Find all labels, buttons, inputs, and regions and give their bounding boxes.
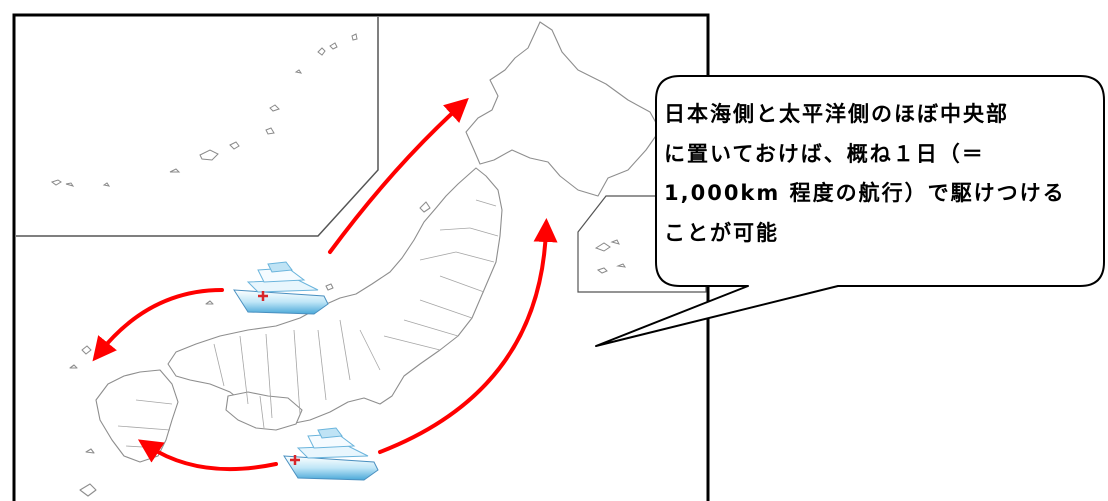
callout-bubble [595,75,1105,347]
arrow-to-tohoku-pacific [378,218,558,454]
callout-text: 日本海側と太平洋側のほぼ中央部 に置いておけば、概ね１日（＝ 1,000km 程… [664,95,1094,253]
japan-outline [69,21,661,497]
callout-line-4: ことが可能 [664,220,779,245]
callout-line-2: に置いておけば、概ね１日（＝ [664,141,985,166]
route-arrows [92,97,558,472]
arrow-to-kyushu-south [137,439,278,472]
hospital-ship-icon [283,427,379,481]
arrow-to-kyushu-west [92,288,224,362]
okinawa-inset-border [16,17,379,237]
ogasawara-islands [594,239,627,274]
hospital-ship-icon [233,261,329,315]
prefecture-borders [117,199,499,449]
arrow-to-hokkaido [328,97,469,254]
okinawa-islands [50,33,358,187]
callout-line-1: 日本海側と太平洋側のほぼ中央部 [664,102,1009,126]
callout-line-3: 1,000km 程度の航行）で駆けつける [664,181,1066,205]
